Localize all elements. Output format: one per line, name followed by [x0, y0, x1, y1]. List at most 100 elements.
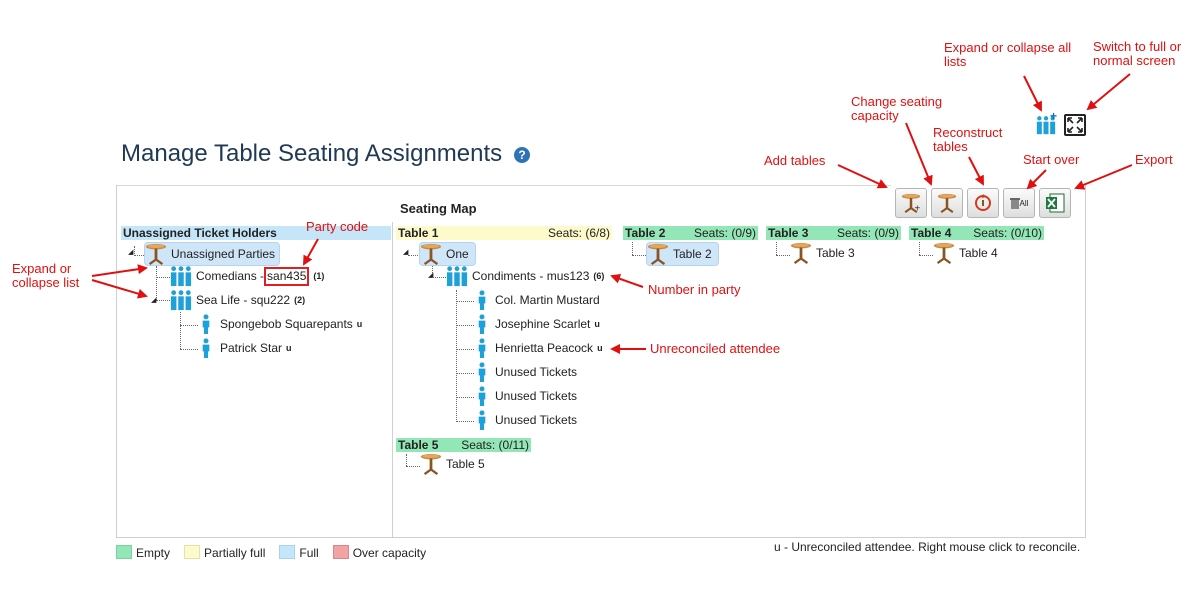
- table-name: Table 3: [768, 226, 809, 240]
- table-label: One: [446, 247, 469, 261]
- tree-line: [456, 325, 474, 326]
- table-node[interactable]: Table 2: [646, 242, 719, 266]
- table-name: Table 5: [398, 438, 439, 452]
- legend-label: Empty: [136, 546, 171, 560]
- tree-line: [156, 300, 170, 301]
- start-over-label: All: [1019, 198, 1029, 208]
- expand-all-icon[interactable]: +: [1036, 109, 1057, 135]
- party-name: Condiments - mus123: [472, 269, 590, 283]
- collapse-toggle-icon[interactable]: ◢: [128, 249, 134, 256]
- table-label: Table 4: [959, 246, 998, 260]
- tree-line: [134, 255, 144, 256]
- attendee-row[interactable]: Unused Tickets: [476, 385, 577, 407]
- fullscreen-icon[interactable]: [1064, 114, 1086, 136]
- tree-line: [919, 255, 933, 256]
- attendee-row[interactable]: Unused Tickets: [476, 361, 577, 383]
- annotation-export: Export: [1135, 152, 1173, 167]
- table-header: Table 4 Seats: (0/10): [909, 226, 1044, 240]
- tree-line: [180, 349, 198, 350]
- table-label: Table 3: [816, 246, 855, 260]
- legend-item: Full: [279, 545, 319, 560]
- attendee-name: Unused Tickets: [495, 413, 578, 427]
- footnote: u - Unreconciled attendee. Right mouse c…: [774, 540, 1081, 554]
- frame-top-border: [116, 185, 891, 186]
- attendee-name: Unused Tickets: [495, 389, 578, 403]
- party-comedians[interactable]: Comedians - san435 (1): [170, 265, 324, 287]
- party-sea-life[interactable]: Sea Life - squ222 (2): [170, 289, 305, 311]
- table-seats: Seats: (0/9): [693, 226, 756, 240]
- attendee-row[interactable]: Unused Tickets: [476, 409, 577, 431]
- attendee-row[interactable]: Col. Martin Mustard: [476, 289, 600, 311]
- collapse-toggle-icon[interactable]: ◢: [403, 249, 409, 256]
- legend-label: Partially full: [204, 546, 266, 560]
- legend-label: Full: [299, 546, 319, 560]
- tree-line: [406, 466, 420, 467]
- unassigned-header: Unassigned Ticket Holders: [121, 226, 391, 240]
- annotation-start-over: Start over: [1023, 152, 1080, 167]
- table-header: Table 1 Seats: (6/8): [396, 226, 612, 240]
- table-node[interactable]: Table 3: [790, 242, 855, 264]
- table-label: Table 5: [446, 457, 485, 471]
- tree-line: [456, 349, 474, 350]
- tree-line: [432, 266, 433, 277]
- tree-line: [156, 266, 157, 300]
- tree-line: [456, 397, 474, 398]
- tree-line: [632, 255, 646, 256]
- party-count: (6): [593, 271, 605, 281]
- tree-line: [632, 242, 633, 255]
- unreconciled-flag: u: [597, 343, 603, 353]
- attendee-row[interactable]: Spongebob Squarepants u: [200, 313, 362, 335]
- table-node[interactable]: Table 5: [420, 453, 485, 475]
- change-capacity-button[interactable]: [931, 188, 963, 218]
- table-node[interactable]: Table 4: [933, 242, 998, 264]
- attendee-name: Spongebob Squarepants: [220, 317, 353, 331]
- export-button[interactable]: [1039, 188, 1071, 218]
- attendee-name: Patrick Star: [220, 341, 283, 355]
- table-header: Table 3 Seats: (0/9): [766, 226, 901, 240]
- attendee-name: Unused Tickets: [495, 365, 578, 379]
- table-name: Table 4: [911, 226, 952, 240]
- attendee-name: Josephine Scarlet: [495, 317, 591, 331]
- seating-map-label: Seating Map: [400, 201, 477, 216]
- attendee-name: Col. Martin Mustard: [495, 293, 600, 307]
- unassigned-root[interactable]: Unassigned Parties: [144, 242, 281, 266]
- party-condiments[interactable]: Condiments - mus123 (6): [446, 265, 604, 287]
- unreconciled-flag: u: [286, 343, 292, 353]
- tree-line: [408, 255, 420, 256]
- annotation-expand-list: Expand or collapse list: [12, 261, 80, 290]
- start-over-button[interactable]: All: [1003, 188, 1035, 218]
- annotation-party-code: Party code: [306, 219, 369, 234]
- table-node[interactable]: One: [419, 242, 476, 266]
- tree-line: [776, 255, 790, 256]
- legend-item: Partially full: [184, 545, 265, 560]
- party-code: san435: [264, 266, 310, 286]
- table-header: Table 2 Seats: (0/9): [623, 226, 758, 240]
- table-seats: Seats: (0/11): [461, 438, 529, 452]
- page-title: Manage Table Seating Assignments: [121, 140, 503, 167]
- attendee-row[interactable]: Patrick Star u: [200, 337, 292, 359]
- tree-line: [432, 277, 446, 278]
- tree-line: [919, 242, 920, 255]
- collapse-toggle-icon[interactable]: ◢: [151, 297, 157, 304]
- annotation-add-tables: Add tables: [764, 153, 826, 168]
- tree-line: [156, 277, 170, 278]
- tree-line: [180, 325, 198, 326]
- party-name: Sea Life - squ222: [196, 293, 291, 307]
- unassigned-root-label: Unassigned Parties: [171, 247, 276, 261]
- add-tables-button[interactable]: +: [895, 188, 927, 218]
- attendee-row[interactable]: Henrietta Peacock u: [476, 337, 603, 359]
- attendee-row[interactable]: Josephine Scarlet u: [476, 313, 600, 335]
- annotation-fullscreen: Switch to full or normal screen: [1093, 39, 1182, 68]
- table-name: Table 1: [398, 226, 439, 240]
- table-label: Table 2: [673, 247, 712, 261]
- legend-item: Over capacity: [332, 545, 426, 560]
- annotation-number-in-party: Number in party: [648, 282, 741, 297]
- tree-line: [134, 246, 135, 256]
- help-icon[interactable]: ?: [514, 147, 530, 163]
- collapse-toggle-icon[interactable]: ◢: [428, 272, 434, 279]
- unreconciled-flag: u: [356, 319, 363, 329]
- reconstruct-tables-button[interactable]: [967, 188, 999, 218]
- tree-line: [456, 421, 474, 422]
- annotation-reconstruct: Reconstruct tables: [933, 125, 1003, 154]
